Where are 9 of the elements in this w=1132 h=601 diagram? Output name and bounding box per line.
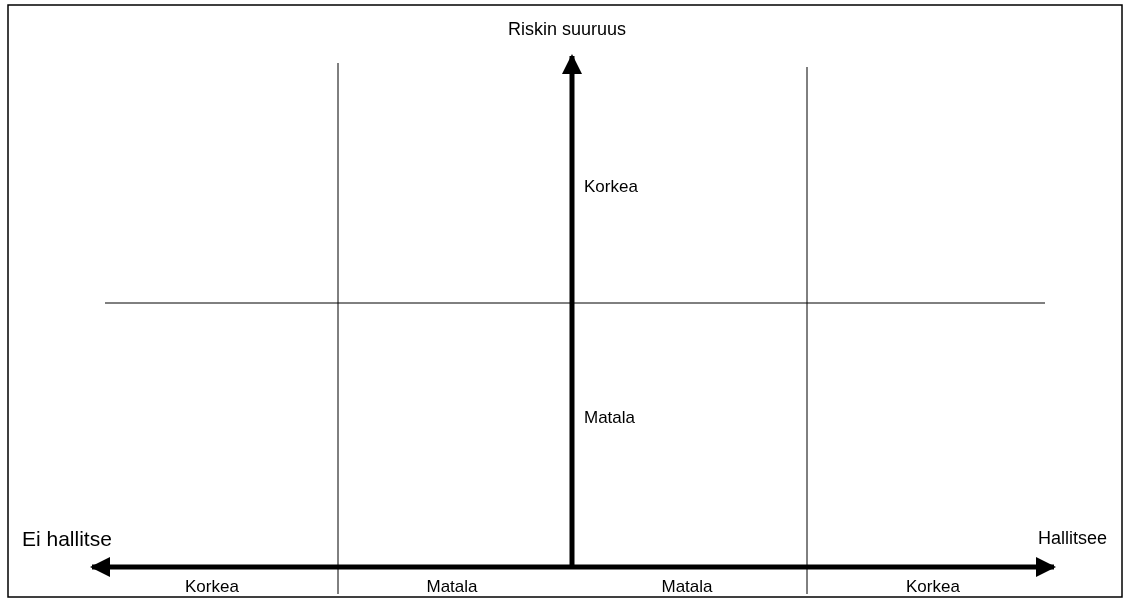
axis-level-label: Matala [584,409,636,426]
axis-level-label: Matala [661,578,713,595]
axis-level-label: Korkea [906,578,960,595]
axis-end-label: Hallitsee [1038,529,1108,547]
axis-level-label: Matala [426,578,478,595]
axis-level-label: Korkea [185,578,239,595]
axis-level-label: Korkea [584,178,638,195]
axis-end-label: Ei hallitse [22,528,112,549]
axis-title: Riskin suuruus [508,20,627,38]
